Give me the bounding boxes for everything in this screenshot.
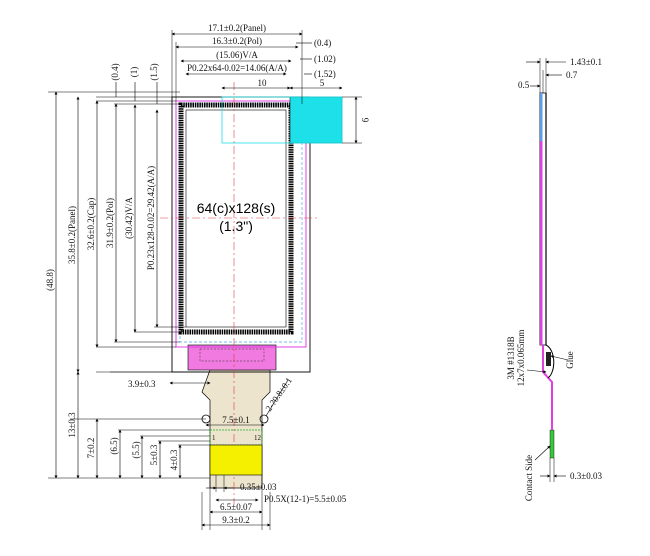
d-4-dim: 4±0.3 — [169, 449, 179, 470]
side-contact-green — [549, 429, 555, 459]
d-55-dim: (5.5) — [131, 441, 141, 458]
cap-outline — [175, 100, 307, 348]
d-15-dim: (1.5) — [149, 63, 159, 80]
side-05-dim: 0.5 — [518, 80, 530, 90]
contact-side-label: Contact Side — [524, 455, 534, 501]
pin-pitch-dim: P0.5X(12-1)=5.5±0.05 — [264, 494, 347, 504]
side-07-dim: 0.7 — [566, 70, 578, 80]
pol-height-dim: 31.9±0.2(Pol) — [105, 198, 115, 248]
va-width-dim: (15.06)V/A — [216, 50, 258, 60]
aa-height-dim: P0.23x128-0.02=29.42(A/A) — [146, 166, 156, 270]
d-5-dim: 5±0.3 — [149, 444, 159, 465]
fpc-gap-dim: 10 — [258, 78, 268, 88]
right-102-dim: (1.02) — [314, 54, 336, 64]
pitch-span-dim: 7.5±0.1 — [222, 415, 249, 425]
fpc-total-dim: 9.3±0.2 — [222, 515, 249, 525]
d-13-dim: 13±0.3 — [67, 412, 77, 438]
tape-label-1: 3M #1318B — [506, 336, 516, 379]
va-height-dim: (30.42)V/A — [124, 197, 134, 239]
fpc-gap2-dim: 5 — [320, 78, 325, 88]
cap-height-dim: 32.6±0.2(Cap) — [86, 198, 96, 250]
side-fpc-bend — [542, 345, 553, 420]
contact-yellow — [209, 444, 263, 476]
panel-width-dim: 17.1±0.2(Panel) — [208, 23, 266, 33]
size-label: (1.3") — [219, 218, 253, 234]
pin-width-dim: 0.35±0.03 — [240, 482, 277, 492]
pin-1-label: 1 — [212, 434, 216, 442]
right-152-dim: (1.52) — [314, 69, 336, 79]
d-04-dim: (0.4) — [110, 63, 120, 80]
resolution-label: 64(c)x128(s) — [197, 200, 276, 216]
active-area-frame — [178, 102, 294, 335]
side-thickness-dim: 1.43±0.1 — [570, 57, 602, 67]
side-view: 1.43±0.1 0.7 0.5 3M #1318B 12x7x0.065mm … — [506, 57, 602, 501]
mount-hole-right — [259, 414, 269, 424]
panel-height-dim: 35.8±0.2(Panel) — [67, 206, 77, 264]
pol-width-dim: 16.3±0.2(Pol) — [212, 36, 262, 46]
pin-12-label: 12 — [254, 434, 262, 442]
d-7-dim: 7±0.2 — [86, 438, 96, 459]
total-height-dim: (48.8) — [45, 269, 55, 291]
d-1-dim: (1) — [129, 67, 139, 78]
tape-label-2: 12x7x0.065mm — [516, 330, 526, 387]
side-tape-glue — [546, 352, 551, 366]
fpc-top-cyan — [289, 96, 343, 144]
front-view: 64(c)x128(s) (1.3") 1 12 17.1±0.2(Panel)… — [45, 23, 370, 530]
aa-width-dim: P0.22x64-0.02=14.06(A/A) — [187, 63, 287, 73]
glue-label: Glue — [565, 351, 575, 369]
fpc-width-dim: 6.5±0.07 — [220, 502, 252, 512]
fpc-height-dim: 9 — [360, 118, 370, 123]
d-65-dim: (6.5) — [109, 437, 119, 454]
side-fpc-thk-dim: 0.3±0.03 — [570, 471, 602, 481]
d-39-dim: 3.9±0.3 — [128, 379, 156, 389]
right-04-dim: (0.4) — [314, 38, 331, 48]
